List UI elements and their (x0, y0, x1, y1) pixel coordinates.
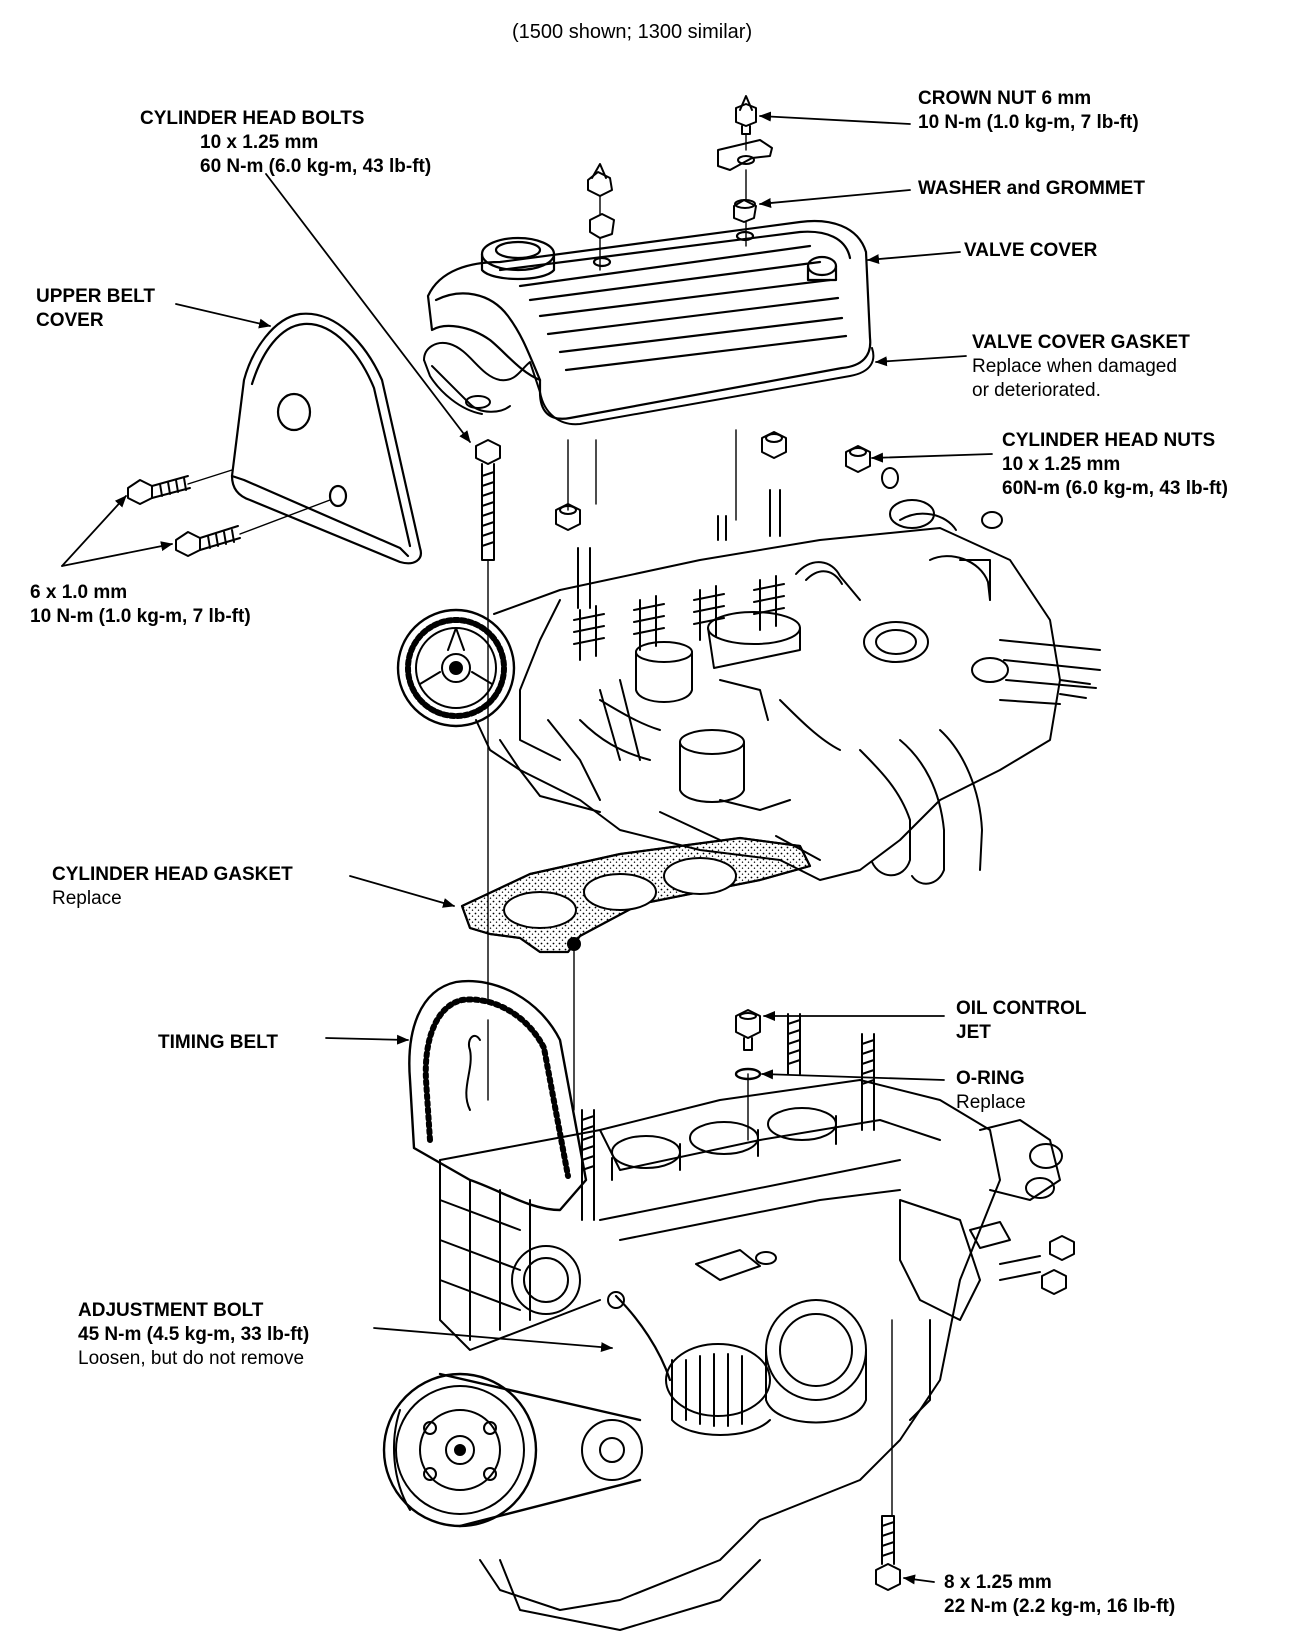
diagram-caption: (1500 shown; 1300 similar) (512, 21, 753, 43)
callout-washer-grommet: WASHER and GROMMET (918, 178, 1145, 199)
callout-title: CROWN NUT 6 mm (918, 88, 1092, 109)
callout-torque: 60N-m (6.0 kg-m, 43 lb-ft) (1002, 478, 1228, 499)
callout-size: 10 x 1.25 mm (200, 132, 319, 153)
callout-line1: UPPER BELT (36, 286, 155, 307)
callout-note1: Replace when damaged (972, 356, 1177, 377)
callout-line1: OIL CONTROL (956, 998, 1087, 1019)
callout-size: 8 x 1.25 mm (944, 1572, 1052, 1593)
callout-line2: JET (956, 1022, 991, 1043)
cylinder-head-part (398, 490, 1100, 884)
crown-nut-left-part (588, 164, 614, 238)
callout-valve-cover: VALVE COVER (964, 240, 1098, 261)
belt-cover-bolt-lower-part (176, 526, 240, 556)
callout-title: ADJUSTMENT BOLT (78, 1300, 264, 1321)
callout-note: Replace (956, 1092, 1026, 1113)
upper-belt-cover-part (232, 314, 421, 564)
callout-torque: 45 N-m (4.5 kg-m, 33 lb-ft) (78, 1324, 310, 1345)
callout-title: CYLINDER HEAD GASKET (52, 864, 293, 885)
cylinder-head-nut-part (556, 432, 898, 530)
callout-note2: or deteriorated. (972, 380, 1101, 401)
callout-title: CYLINDER HEAD BOLTS (140, 108, 365, 129)
callout-timing-belt: TIMING BELT (158, 1032, 278, 1053)
valve-cover-gasket-part (424, 343, 873, 424)
callout-torque: 10 N-m (1.0 kg-m, 7 lb-ft) (30, 606, 251, 627)
callout-title: VALVE COVER GASKET (972, 332, 1190, 353)
callout-torque: 22 N-m (2.2 kg-m, 16 lb-ft) (944, 1596, 1176, 1617)
callout-note: Loosen, but do not remove (78, 1348, 305, 1369)
valve-cover-part (428, 221, 870, 419)
mount-bolt-part (876, 1516, 900, 1590)
engine-block-part (384, 1080, 1062, 1630)
block-stud-part (582, 1014, 874, 1220)
callout-note: Replace (52, 888, 122, 909)
callout-size: 6 x 1.0 mm (30, 582, 128, 603)
callout-size: 10 x 1.25 mm (1002, 454, 1121, 475)
leader-lines (62, 111, 992, 1585)
timing-belt-part (409, 981, 586, 1210)
oil-control-jet-part (736, 1010, 760, 1050)
callout-title: O-RING (956, 1068, 1025, 1089)
belt-cover-bolt-upper-part (128, 476, 190, 504)
callout-torque: 10 N-m (1.0 kg-m, 7 lb-ft) (918, 112, 1139, 133)
sensor-bolt-part (1000, 1236, 1074, 1294)
callout-title: CYLINDER HEAD NUTS (1002, 430, 1216, 451)
cylinder-head-gasket-part (462, 838, 810, 952)
cylinder-head-bolt-part (476, 440, 500, 560)
callout-torque: 60 N-m (6.0 kg-m, 43 lb-ft) (200, 156, 432, 177)
grommet-part (734, 200, 756, 222)
callout-line2: COVER (36, 310, 104, 331)
crown-nut-part (736, 96, 756, 134)
washer-part (718, 140, 772, 170)
alignment-lines (188, 134, 892, 1516)
